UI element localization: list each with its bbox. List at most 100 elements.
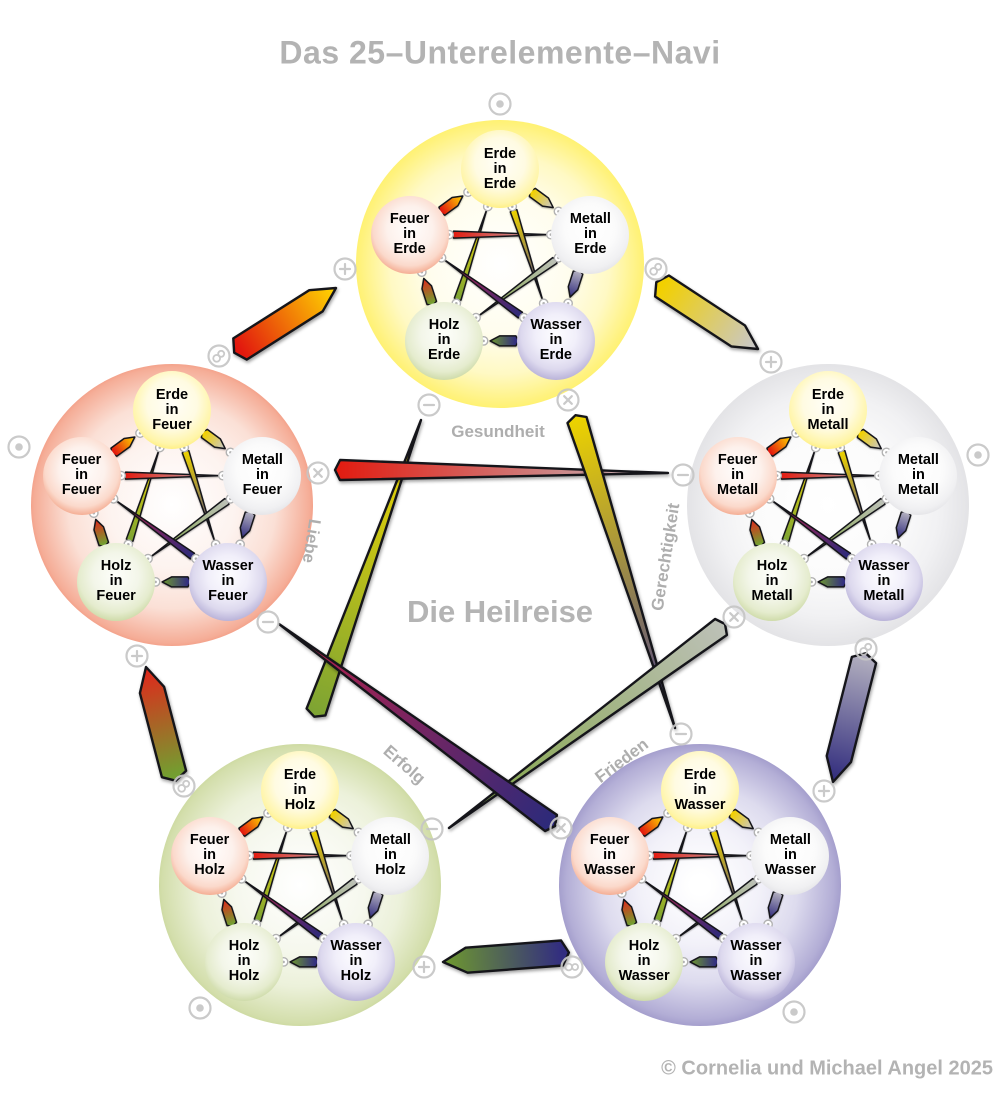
circle-dot-icon bbox=[7, 435, 31, 459]
subelement-label-line: Wasser bbox=[618, 968, 670, 985]
circle-dot-icon bbox=[966, 443, 990, 467]
arrow-erde-to-wasser bbox=[566, 414, 677, 730]
subelement-label-line: in bbox=[437, 332, 451, 349]
arrow-erde-holz-to-feuer bbox=[421, 277, 438, 307]
subelement-label-line: in bbox=[765, 573, 779, 590]
subelement-label-line: Metall bbox=[897, 482, 939, 499]
arrow-holz-wasser-to-holz bbox=[289, 956, 320, 968]
circle-plus-icon bbox=[333, 257, 357, 281]
arrow-erde-erde-to-metall bbox=[528, 187, 554, 209]
subelement-label-line: Feuer bbox=[717, 452, 758, 469]
subelement-label-line: Erde bbox=[483, 145, 517, 162]
subelement-label-line: Metall bbox=[569, 211, 611, 228]
circle-link8-icon bbox=[560, 955, 584, 979]
arrow-wasser-to-holz bbox=[441, 939, 571, 974]
subelement-label-line: Erde bbox=[393, 241, 426, 258]
arrow-metall-erde-to-metall bbox=[856, 428, 882, 450]
arrow-holz-metall-to-wasser bbox=[367, 890, 384, 919]
subelement-label-line: Erde bbox=[283, 766, 317, 783]
circle-minus-icon bbox=[669, 722, 693, 746]
subelement-label-line: in bbox=[603, 847, 617, 864]
copyright: © Cornelia und Michael Angel 2025 bbox=[661, 1057, 993, 1080]
arrow-feuer-to-erde bbox=[232, 286, 338, 361]
circle-cross-icon bbox=[549, 816, 573, 840]
arrow-wasser-wasser-to-holz bbox=[689, 956, 720, 968]
arrow-holz-to-erde bbox=[305, 418, 423, 718]
subelement-label-line: in bbox=[821, 401, 835, 418]
subelement-label-line: in bbox=[493, 160, 507, 177]
arrow-metall-metall-to-wasser bbox=[895, 510, 912, 539]
circle-plus-icon bbox=[812, 779, 836, 803]
arrow-wasser-feuer-to-erde bbox=[638, 816, 664, 837]
arrow-feuer-feuer-to-metall bbox=[123, 471, 222, 480]
subelement-label-line: Wasser bbox=[764, 862, 816, 879]
subelement-label-line: Feuer bbox=[389, 211, 430, 228]
subelement-label-line: Holz bbox=[628, 938, 660, 955]
arrow-erde-metall-to-wasser bbox=[567, 269, 584, 298]
subelement-label-line: in bbox=[583, 226, 597, 243]
subelement-label-line: Metall bbox=[369, 832, 411, 849]
circle-link8-icon bbox=[172, 774, 196, 798]
subelement-label-line: Holz bbox=[340, 968, 372, 985]
arrow-feuer-erde-to-metall bbox=[200, 428, 226, 450]
subelement-label-line: in bbox=[349, 953, 363, 970]
circle-plus-icon bbox=[125, 644, 149, 668]
subelement-label-line: in bbox=[293, 781, 307, 798]
subelement-label-line: Metall bbox=[241, 452, 283, 469]
subelement-label-line: Holz bbox=[375, 862, 406, 879]
subelement-label-line: Feuer bbox=[61, 452, 102, 469]
subelement-label-line: Holz bbox=[194, 862, 225, 879]
circle-minus-icon bbox=[671, 463, 695, 487]
subelement-label-line: Holz bbox=[228, 938, 260, 955]
subelement-label-line: Feuer bbox=[589, 832, 630, 849]
arrow-feuer-metall-to-wasser bbox=[239, 510, 256, 539]
subelement-label-line: Feuer bbox=[208, 588, 248, 605]
subelement-label-line: Wasser bbox=[584, 862, 636, 879]
arrow-erde-feuer-to-metall bbox=[451, 230, 550, 239]
arrow-metall-to-holz bbox=[447, 617, 729, 830]
subelement-label-line: in bbox=[877, 573, 891, 590]
subelement-label-line: Wasser bbox=[674, 796, 726, 813]
arrow-metall-to-wasser bbox=[825, 652, 878, 784]
subelement-label-line: Metall bbox=[807, 416, 849, 433]
subelement-label-line: Wasser bbox=[858, 558, 910, 575]
circle-dot-icon bbox=[488, 92, 512, 116]
arrow-holz-feuer-to-metall bbox=[251, 851, 350, 860]
circle-minus-icon bbox=[256, 610, 280, 634]
subelement-label-line: Holz bbox=[228, 968, 260, 985]
subelement-label-line: Erde bbox=[483, 175, 517, 192]
center-label: Die Heilreise bbox=[406, 594, 594, 629]
subelement-label-line: Holz bbox=[284, 796, 316, 813]
circle-dot-icon bbox=[782, 1000, 806, 1024]
subelement-label-line: in bbox=[75, 467, 89, 484]
subelement-label-line: in bbox=[255, 467, 269, 484]
arrow-wasser-erde-to-metall bbox=[728, 808, 754, 830]
circle-link8-icon bbox=[644, 257, 668, 281]
subelement-label-line: Erde bbox=[574, 241, 607, 258]
subelement-label-line: Metall bbox=[717, 482, 759, 499]
subelement-label-line: in bbox=[549, 332, 563, 349]
subelement-label-line: Wasser bbox=[330, 938, 382, 955]
subelement-label-line: in bbox=[637, 953, 651, 970]
arrow-feuer-holz-to-feuer bbox=[93, 518, 110, 548]
subelement-label-line: Holz bbox=[756, 558, 788, 575]
